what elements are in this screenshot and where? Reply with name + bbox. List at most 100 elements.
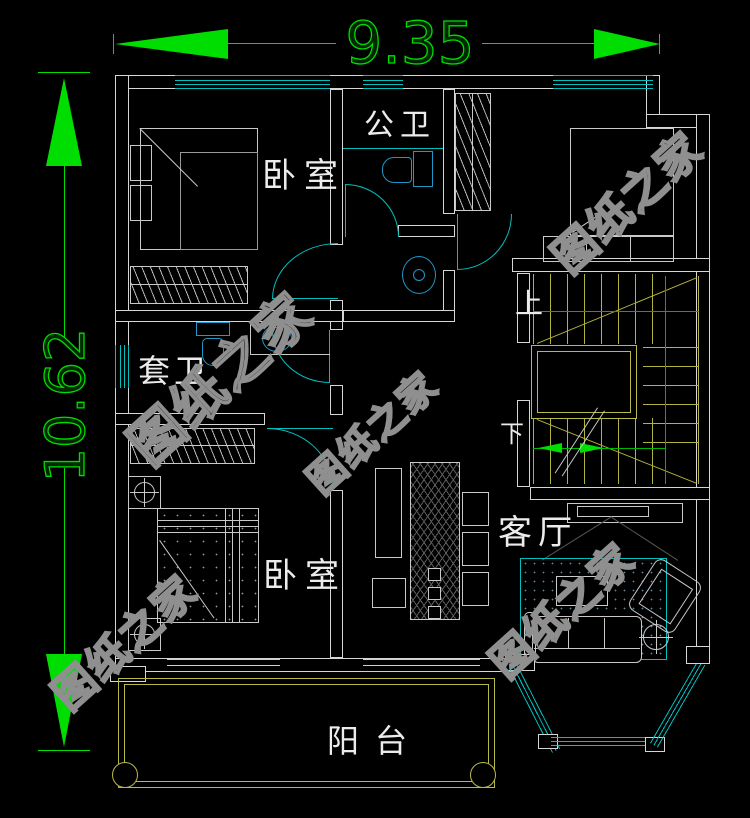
bed-plaid-line [157, 526, 259, 527]
room-label-bedroom-top: 卧室 [262, 156, 346, 196]
table-setting [428, 587, 441, 600]
stair-void-railing-inner [537, 351, 631, 413]
room-label-ensuite-bath: 套卫 [138, 352, 211, 390]
washbasin-drain [413, 269, 425, 281]
wall-segment [517, 273, 530, 343]
armchair-cushion [638, 568, 694, 625]
dimension-line [482, 43, 594, 44]
stair-direction-arrow [580, 443, 604, 453]
wall-segment [330, 490, 343, 658]
dimension-tick [38, 72, 90, 73]
bed-mattress [180, 152, 258, 250]
bed [157, 508, 259, 623]
window [553, 75, 653, 89]
bay-window-glazing [551, 737, 655, 746]
dimension-tick [659, 34, 660, 54]
room-label-public-bath: 公卫 [364, 108, 436, 143]
shower-partition [343, 148, 443, 149]
dining-chair [462, 532, 489, 566]
nightstand [128, 476, 161, 509]
wardrobe [130, 428, 255, 464]
toilet-bowl [202, 338, 224, 366]
door-leaf [272, 298, 338, 299]
bay-window-glazing [650, 660, 706, 748]
coffee-table [556, 576, 608, 606]
table-setting [428, 568, 441, 581]
balcony-column [470, 762, 496, 788]
wall-segment [398, 225, 455, 237]
washbasin [402, 256, 436, 294]
room-label-balcony: 阳台 [327, 722, 424, 760]
wall-segment [517, 400, 530, 487]
dining-bench [375, 468, 402, 558]
bench-divider [630, 236, 631, 262]
window-sliding [167, 659, 280, 672]
wardrobe [455, 93, 491, 211]
wardrobe-rail [472, 93, 473, 211]
lamp-cross [130, 492, 159, 493]
door-leaf [457, 214, 458, 270]
toilet-tank [196, 322, 230, 336]
stair-guide-line [665, 276, 666, 484]
sofa-backrest [534, 648, 640, 649]
stair-edge [698, 276, 699, 484]
dimension-width-label: 9.35 [345, 8, 475, 77]
wall-segment [530, 487, 710, 500]
nightstand [128, 618, 161, 651]
tv-cabinet [567, 503, 683, 523]
wardrobe-rail [130, 284, 248, 285]
bed-plaid-line [239, 508, 240, 623]
wardrobe [130, 266, 248, 304]
wall-segment [343, 310, 455, 322]
window [363, 75, 403, 89]
room-label-living-room: 客厅 [498, 513, 578, 553]
wall-segment [443, 89, 455, 214]
sofa-divider [568, 618, 569, 648]
stair-treads-upper [533, 274, 667, 344]
toilet-bowl [382, 157, 412, 183]
tv [577, 506, 649, 517]
dimension-line [64, 166, 65, 338]
sofa-divider [604, 618, 605, 648]
bench-divider [586, 236, 587, 262]
dining-chair [372, 578, 406, 608]
balcony-column [112, 762, 138, 788]
table-setting [428, 606, 441, 619]
vanity-counter [250, 322, 330, 355]
wardrobe-rail [130, 445, 255, 446]
wall-segment [330, 385, 343, 415]
bed-plaid-line [232, 508, 233, 623]
balcony-railing-inner [124, 684, 489, 782]
door-leaf [345, 184, 346, 237]
bed-plaid-line [157, 520, 259, 521]
dimension-arrow-up [46, 78, 82, 166]
dining-chair [462, 492, 489, 526]
stair-direction-arrow [538, 443, 562, 453]
nightstand [130, 145, 152, 181]
window [115, 345, 129, 388]
toilet-tank [413, 151, 433, 187]
door-leaf [267, 428, 333, 429]
nightstand [130, 185, 152, 221]
dimension-height-label: 10.62 [33, 327, 97, 483]
dimension-arrow-right [594, 29, 660, 59]
door-arc-public-bath [345, 184, 399, 237]
window-sliding [363, 659, 480, 672]
door-leaf [329, 330, 330, 383]
window [175, 75, 330, 89]
room-label-bedroom-bottom: 卧室 [263, 556, 347, 596]
dining-chair [462, 572, 489, 606]
stair-label-down: 下 [500, 420, 524, 448]
stair-guide-line [533, 311, 699, 312]
stair-void-railing [531, 345, 637, 419]
door-arc-bedroom-right [457, 214, 512, 270]
dimension-arrow-left [115, 29, 228, 59]
dimension-line [228, 43, 336, 44]
dimension-line [64, 468, 65, 654]
faucet [273, 322, 281, 328]
stair-label-up: 上 [515, 287, 544, 320]
sofa [532, 616, 642, 663]
bed-plaid-line [225, 508, 226, 623]
wall-segment [115, 413, 265, 425]
